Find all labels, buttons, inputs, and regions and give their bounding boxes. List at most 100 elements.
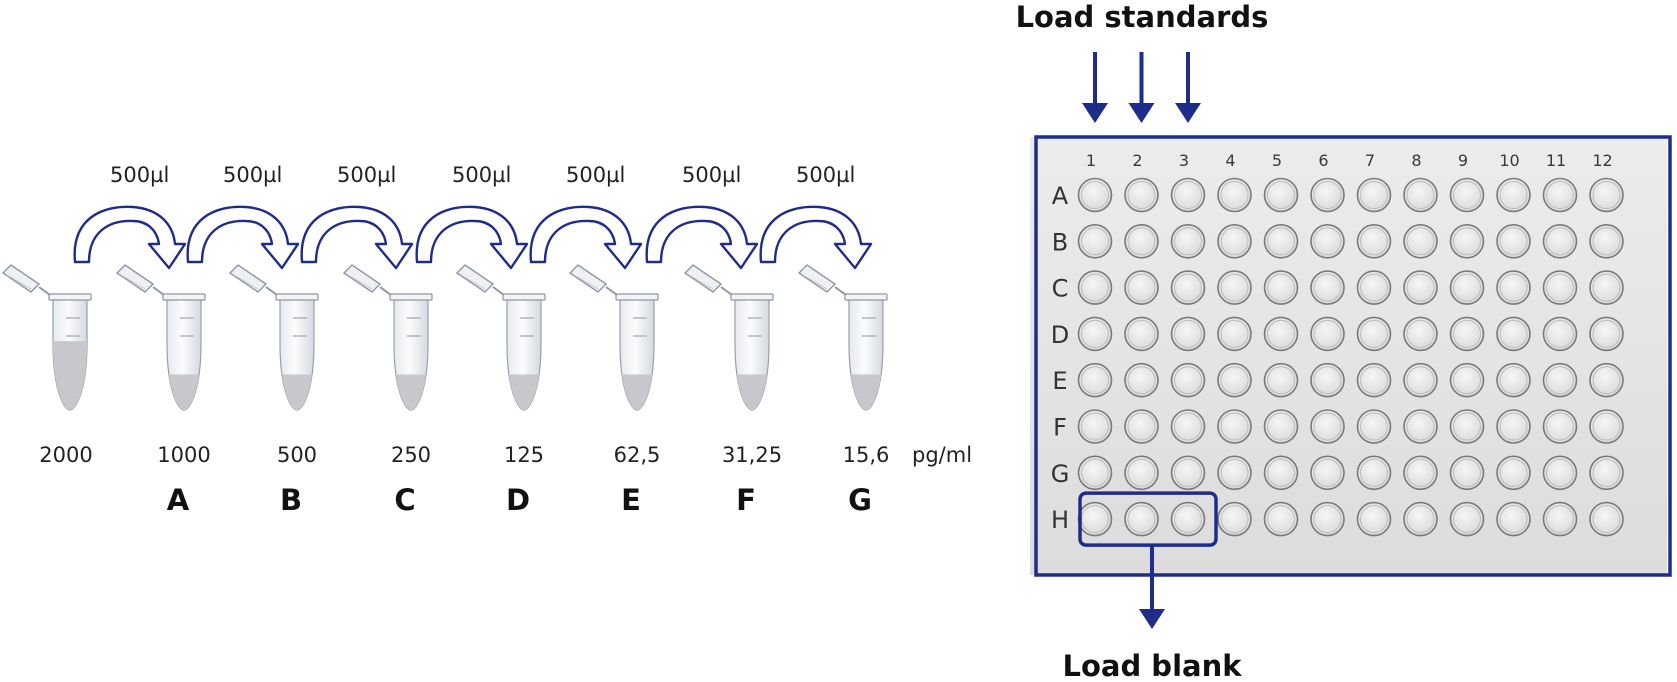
plate-well-inner-ring — [1360, 366, 1388, 395]
plate-well-inner-ring — [1220, 319, 1249, 348]
plate-well-inner-ring — [1453, 273, 1481, 302]
tube-rim — [162, 293, 206, 301]
tube-cap-edge — [688, 274, 714, 290]
tube-cap-edge — [460, 274, 486, 290]
plate-well-inner-ring — [1546, 227, 1574, 256]
tube-liquid — [507, 374, 541, 410]
plate-well-inner-ring — [1453, 366, 1481, 395]
plate-well-inner-ring — [1220, 227, 1249, 256]
load-standards-arrow-head — [1175, 103, 1201, 123]
plate-well — [1496, 316, 1531, 352]
plate-well — [1263, 455, 1299, 491]
plate-well — [1077, 224, 1113, 259]
plate-well-inner-ring — [1592, 412, 1621, 441]
plate-well — [1217, 455, 1252, 491]
plate-well-inner-ring — [1592, 181, 1621, 209]
plate-well — [1403, 455, 1438, 491]
plate-well — [1170, 270, 1206, 305]
plate-well-inner-ring — [1453, 181, 1481, 209]
plate-well-inner-ring — [1174, 227, 1202, 256]
plate-well-inner-ring — [1267, 505, 1295, 534]
plate-well — [1449, 177, 1485, 213]
plate-well — [1589, 316, 1624, 352]
plate-well-inner-ring — [1313, 181, 1342, 209]
plate-well — [1124, 409, 1159, 444]
plate-well — [1356, 270, 1392, 305]
plate-well-inner-ring — [1592, 319, 1621, 348]
plate-well — [1077, 316, 1113, 352]
tube-liquid — [167, 374, 201, 410]
plate-well — [1170, 409, 1206, 444]
plate-well — [1542, 270, 1578, 305]
plate-well — [1077, 177, 1113, 213]
tube — [683, 264, 774, 411]
plate-well — [1403, 362, 1438, 398]
plate-well-inner-ring — [1313, 366, 1342, 395]
plate-well-inner-ring — [1406, 319, 1435, 348]
plate-well-inner-ring — [1127, 412, 1156, 441]
plate-well — [1356, 409, 1392, 444]
plate-well-inner-ring — [1174, 366, 1202, 395]
plate-well — [1310, 316, 1345, 352]
tube-liquid — [620, 374, 654, 410]
plate-well-inner-ring — [1406, 273, 1435, 302]
tube-cap-edge — [347, 274, 373, 290]
plate-well-inner-ring — [1081, 319, 1109, 348]
plate-well-inner-ring — [1174, 181, 1202, 209]
tube — [797, 264, 888, 411]
plate-well — [1310, 177, 1345, 213]
plate-well — [1589, 177, 1624, 213]
plate-well-inner-ring — [1499, 273, 1528, 302]
plate-well-inner-ring — [1127, 458, 1156, 487]
transfer-volume-label: 500µl — [796, 163, 855, 187]
tube-hinge — [720, 286, 733, 296]
plate-well-inner-ring — [1360, 227, 1388, 256]
plate-well — [1542, 224, 1578, 259]
plate-well-inner-ring — [1406, 412, 1435, 441]
plate-well — [1589, 501, 1624, 537]
plate-well — [1170, 316, 1206, 352]
plate-well-inner-ring — [1360, 412, 1388, 441]
plate-well — [1542, 177, 1578, 213]
plate-well — [1449, 455, 1485, 491]
tube-hinge — [492, 286, 505, 296]
plate-well-inner-ring — [1267, 181, 1295, 209]
plate-column-number: 4 — [1225, 151, 1235, 170]
plate-row-letter: F — [1053, 414, 1067, 442]
plate-well — [1496, 455, 1531, 491]
plate-well — [1542, 501, 1578, 537]
plate-well-inner-ring — [1220, 458, 1249, 487]
plate-well — [1170, 501, 1206, 537]
plate-well — [1542, 455, 1578, 491]
plate-well — [1263, 224, 1299, 259]
plate-well — [1449, 409, 1485, 444]
plate-well-inner-ring — [1313, 319, 1342, 348]
plate-frame — [1034, 135, 1672, 577]
tube-liquid — [394, 374, 428, 410]
plate-well — [1217, 270, 1252, 305]
plate-well — [1496, 177, 1531, 213]
plate-well — [1356, 501, 1392, 537]
tube-hinge — [605, 286, 618, 296]
plate-well-inner-ring — [1174, 273, 1202, 302]
load-standards-arrow-head — [1082, 103, 1108, 123]
plate-well-inner-ring — [1546, 181, 1574, 209]
tube — [115, 264, 206, 411]
plate-well-inner-ring — [1453, 412, 1481, 441]
tube-rim — [48, 293, 92, 301]
plate-well — [1263, 316, 1299, 352]
plate-well — [1449, 362, 1485, 398]
plate-well-inner-ring — [1127, 181, 1156, 209]
plate-well-inner-ring — [1313, 227, 1342, 256]
plate-well — [1263, 177, 1299, 213]
unit-label: pg/ml — [912, 443, 972, 467]
tube — [342, 264, 433, 411]
load-blank-label: Load blank — [1062, 649, 1242, 682]
plate-well-inner-ring — [1081, 227, 1109, 256]
plate-well — [1496, 362, 1531, 398]
plate-well — [1217, 316, 1252, 352]
tube-cap — [568, 264, 608, 293]
plate-row-letter: C — [1052, 275, 1069, 303]
plate-well — [1310, 501, 1345, 537]
